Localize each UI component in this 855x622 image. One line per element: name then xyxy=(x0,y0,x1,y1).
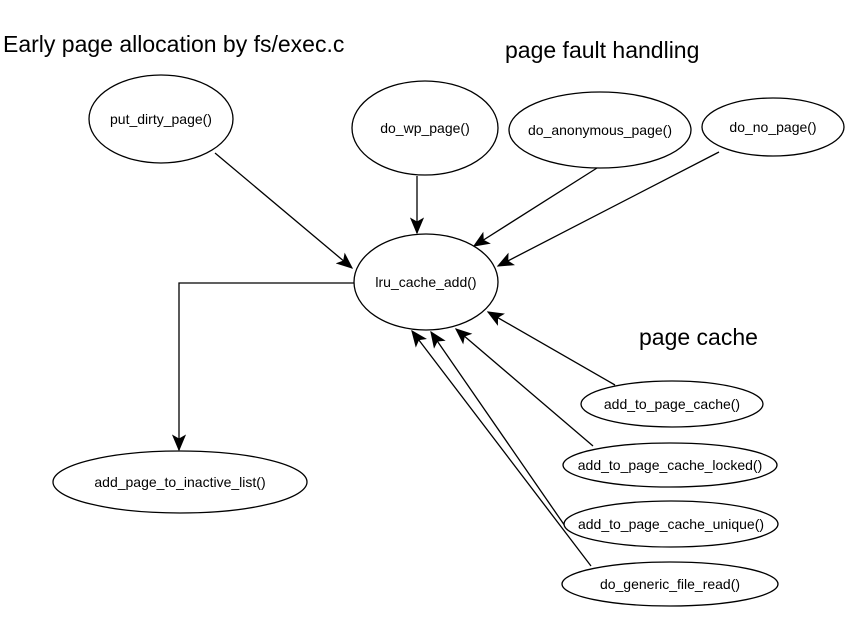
node-label-add-page-to-inactive-list: add_page_to_inactive_list() xyxy=(94,474,265,490)
edge-do-no-page-to-lru-cache-add xyxy=(496,151,720,267)
node-do-no-page: do_no_page() xyxy=(701,97,845,157)
node-label-add-to-page-cache: add_to_page_cache() xyxy=(604,396,740,412)
node-label-add-to-page-cache-locked: add_to_page_cache_locked() xyxy=(578,457,762,473)
edge-add-to-page-cache-locked-to-lru-cache-add xyxy=(454,328,594,447)
node-do-anonymous-page: do_anonymous_page() xyxy=(508,91,692,169)
node-lru-cache-add: lru_cache_add() xyxy=(353,233,499,331)
diagram-title: Early page allocation by fs/exec.c xyxy=(3,31,344,57)
node-label-do-wp-page: do_wp_page() xyxy=(380,120,470,136)
node-add-to-page-cache-unique: add_to_page_cache_unique() xyxy=(563,500,779,548)
edge-do-generic-file-read-to-lru-cache-add xyxy=(411,329,592,567)
node-put-dirty-page: put_dirty_page() xyxy=(88,74,234,164)
section-label-page-fault-handling: page fault handling xyxy=(505,37,699,63)
edge-lru-cache-add-to-add-page-to-inactive-list xyxy=(171,282,354,452)
edge-put-dirty-page-to-lru-cache-add xyxy=(214,152,354,269)
node-add-page-to-inactive-list: add_page_to_inactive_list() xyxy=(52,450,308,514)
node-label-do-no-page: do_no_page() xyxy=(729,119,816,135)
node-label-do-generic-file-read: do_generic_file_read() xyxy=(600,576,740,592)
section-label-page-cache: page cache xyxy=(639,324,758,350)
edge-add-to-page-cache-to-lru-cache-add xyxy=(486,311,616,386)
edge-do-anonymous-page-to-lru-cache-add xyxy=(472,167,598,247)
node-add-to-page-cache: add_to_page_cache() xyxy=(580,380,764,428)
node-label-put-dirty-page: put_dirty_page() xyxy=(110,111,212,127)
node-do-generic-file-read: do_generic_file_read() xyxy=(561,561,779,607)
node-label-lru-cache-add: lru_cache_add() xyxy=(375,274,476,290)
node-label-do-anonymous-page: do_anonymous_page() xyxy=(528,122,672,138)
edge-add-to-page-cache-unique-to-lru-cache-add xyxy=(430,330,566,527)
node-add-to-page-cache-locked: add_to_page_cache_locked() xyxy=(562,442,778,488)
node-do-wp-page: do_wp_page() xyxy=(351,80,499,176)
node-label-add-to-page-cache-unique: add_to_page_cache_unique() xyxy=(578,516,764,532)
